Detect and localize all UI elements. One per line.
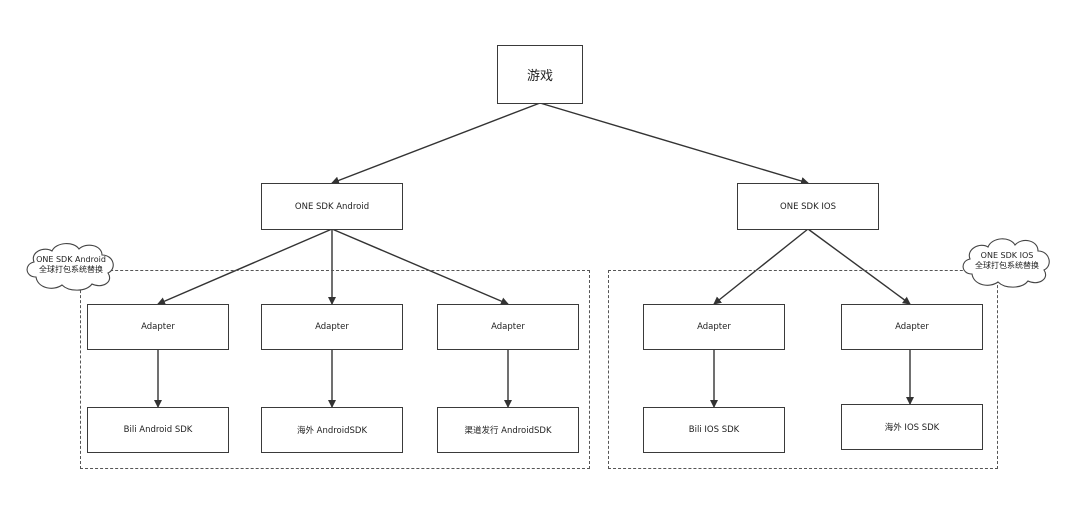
arrows-android-to-adapters (157, 228, 509, 305)
cloud-shape-icon (962, 238, 1050, 288)
cloud-note-android: ONE SDK Android 全球打包系统替换 (22, 237, 120, 293)
sdk-node-bili-android: Bili Android SDK (87, 407, 229, 453)
cloud-note-ios: ONE SDK IOS 全球打包系统替换 (958, 232, 1056, 290)
adapter-node-android-2: Adapter (261, 304, 403, 350)
platform-node-android: ONE SDK Android (261, 183, 403, 230)
arrow-ios-to-adapter-1 (713, 228, 809, 305)
cloud-android-line-1: ONE SDK Android (36, 255, 106, 264)
android-group-frame (80, 270, 590, 469)
cloud-ios-line-1: ONE SDK IOS (980, 251, 1034, 260)
adapter-node-ios-2: Adapter (841, 304, 983, 350)
ios-group-frame (608, 270, 998, 469)
platform-node-ios: ONE SDK IOS (737, 183, 879, 230)
cloud-ios-line-2: 全球打包系统替换 (975, 261, 1039, 270)
adapter-node-android-1: Adapter (87, 304, 229, 350)
arrow-root-to-ios (539, 102, 809, 185)
arrow-root-to-android (331, 102, 541, 185)
sdk-node-channel-android: 渠道发行 AndroidSDK (437, 407, 579, 453)
cloud-android-line-2: 全球打包系统替换 (39, 265, 103, 274)
root-node-game: 游戏 (497, 45, 583, 104)
arrow-ios-to-adapter-2 (807, 228, 911, 305)
adapter-node-ios-1: Adapter (643, 304, 785, 350)
arrows-adapters-to-sdks (154, 349, 914, 408)
sdk-node-overseas-ios: 海外 IOS SDK (841, 404, 983, 450)
arrows-root-to-platform (331, 102, 809, 185)
arrow-android-to-adapter-1 (157, 228, 333, 305)
sdk-node-bili-ios: Bili IOS SDK (643, 407, 785, 453)
adapter-node-android-3: Adapter (437, 304, 579, 350)
arrows-ios-to-adapters (713, 228, 911, 305)
arrow-android-to-adapter-3 (331, 228, 509, 305)
sdk-node-overseas-android: 海外 AndroidSDK (261, 407, 403, 453)
cloud-shape-icon (26, 243, 114, 291)
